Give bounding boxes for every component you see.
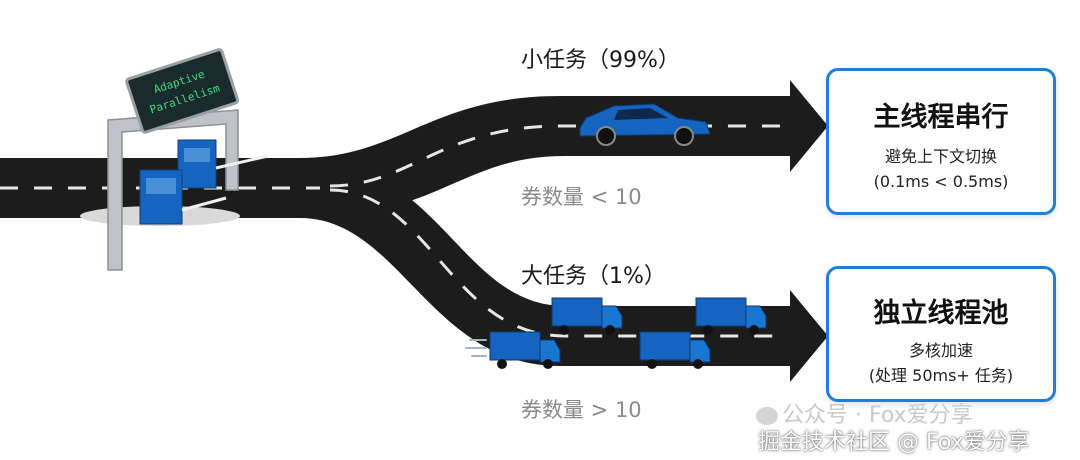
truck-icon (489, 331, 561, 369)
main-thread-card: 主线程串行 避免上下文切换 (0.1ms < 0.5ms) (826, 68, 1056, 215)
toll-barrier-upper (215, 154, 269, 170)
thread-pool-desc-line1: 多核加速 (908, 341, 973, 360)
truck-icon (551, 297, 623, 335)
thread-pool-title: 独立线程池 (873, 298, 1009, 329)
main-thread-desc-line2: (0.1ms < 0.5ms) (873, 172, 1009, 191)
watermark-faded: 公众号 · Fox爱分享 (756, 397, 973, 429)
top-route-condition: 券数量 < 10 (521, 185, 642, 209)
truck-icon (639, 331, 711, 369)
main-thread-title: 主线程串行 (873, 102, 1009, 133)
toll-barrier-lower (181, 196, 227, 212)
main-thread-desc-line1: 避免上下文切换 (884, 147, 997, 166)
gantry-sign: Adaptive Parallelism (125, 48, 240, 134)
thread-pool-card: 独立线程池 多核加速 (处理 50ms+ 任务) (826, 266, 1056, 402)
bottom-route-label: 大任务（1%） (521, 264, 666, 289)
truck-icon (695, 297, 767, 335)
gantry-sign-board (125, 48, 240, 134)
watermark-faded-text: 公众号 · Fox爱分享 (782, 403, 973, 428)
trucks (489, 297, 767, 369)
top-lane-dashes (329, 124, 780, 188)
toll-booth-front (139, 169, 183, 225)
speed-lines (465, 339, 487, 357)
car-icon (579, 103, 711, 146)
toll-booth-rear (177, 139, 217, 189)
watermark-main: 掘金技术社区 @ Fox爱分享 (758, 430, 1030, 455)
thread-pool-desc-line2: (处理 50ms+ 任务) (868, 366, 1014, 385)
bottom-lane-dashes (329, 188, 780, 338)
wechat-icon (756, 407, 778, 425)
bottom-route-condition: 券数量 > 10 (521, 398, 642, 422)
top-route-label: 小任务（99%） (521, 48, 680, 73)
toll-gantry: Adaptive Parallelism (80, 48, 269, 271)
